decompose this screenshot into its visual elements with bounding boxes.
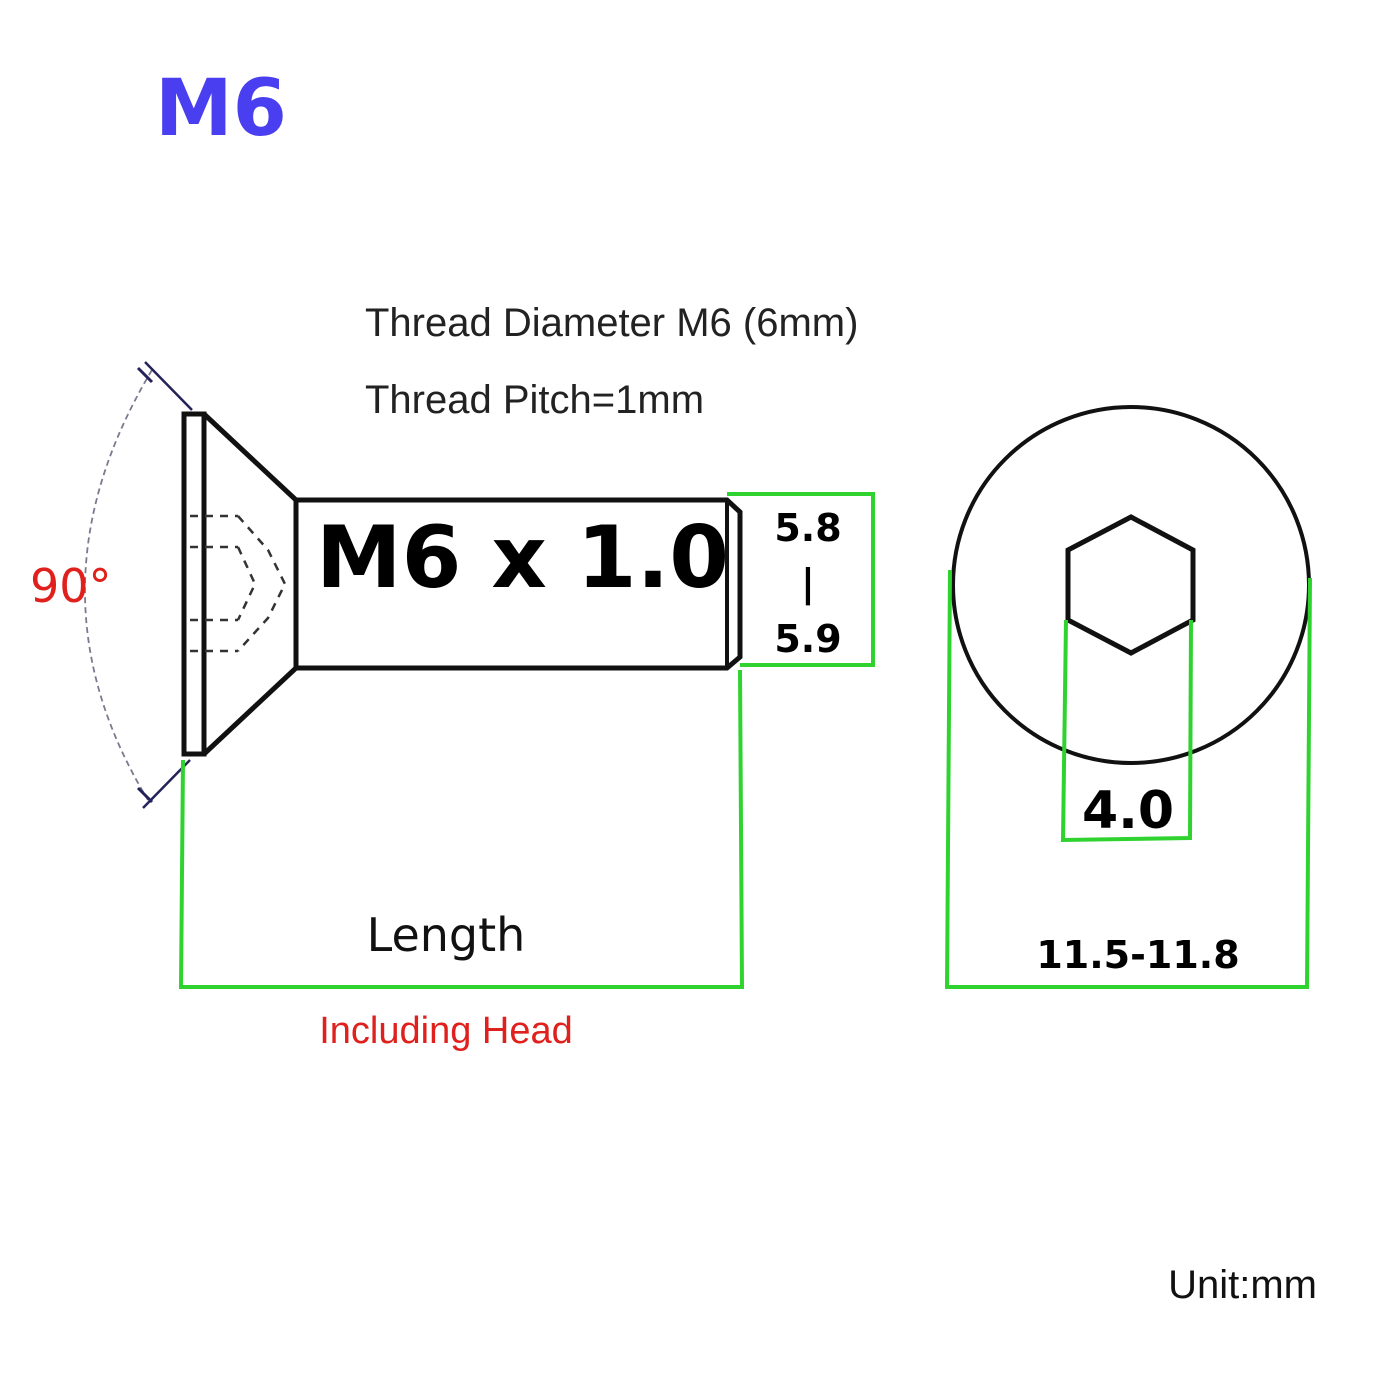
- screw-top-view: [951, 405, 1311, 765]
- angle-tick-top: [144, 361, 193, 411]
- page-title: M6: [155, 64, 287, 154]
- angle-indicator: 90°: [30, 361, 193, 809]
- angle-mark-top: [136, 366, 154, 384]
- length-note: Including Head: [319, 1010, 573, 1052]
- length-dimension: Length Including Head: [178, 669, 745, 1052]
- head-diameter-value: 11.5-11.8: [1036, 933, 1239, 977]
- hex-socket-hidden-lines: [190, 514, 287, 653]
- screw-head-face: [181, 411, 207, 757]
- angle-label: 90°: [30, 559, 112, 613]
- thread-diameter-dimension: 5.8 | 5.9: [727, 492, 875, 667]
- hex-socket: [1065, 514, 1196, 656]
- length-dimension-bracket: [178, 669, 745, 989]
- head-diameter-bracket: [944, 569, 1312, 989]
- head-diameter-dimension: 11.5-11.8: [944, 569, 1312, 989]
- screw-side-view: M6 x 1.0: [181, 411, 743, 757]
- thread-diameter-text: Thread Diameter M6 (6mm): [365, 301, 858, 345]
- thread-pitch-text: Thread Pitch=1mm: [365, 378, 704, 422]
- thread-dim-bottom: 5.9: [774, 617, 841, 661]
- length-label: Length: [367, 908, 526, 962]
- screw-head-cone: [202, 412, 299, 756]
- unit-label: Unit:mm: [1168, 1263, 1317, 1307]
- angle-arc: [84, 369, 153, 801]
- screw-shank: [296, 497, 743, 671]
- hex-size-value: 4.0: [1082, 781, 1174, 841]
- thread-dim-separator: |: [801, 561, 815, 606]
- hex-size-dimension: 4.0: [1060, 619, 1193, 843]
- screw-designation: M6 x 1.0: [316, 508, 729, 608]
- hex-dimension-box: [1060, 619, 1193, 843]
- angle-mark-bottom: [136, 786, 154, 804]
- thread-dim-top: 5.8: [774, 506, 841, 550]
- thread-dimension-box: [727, 492, 875, 667]
